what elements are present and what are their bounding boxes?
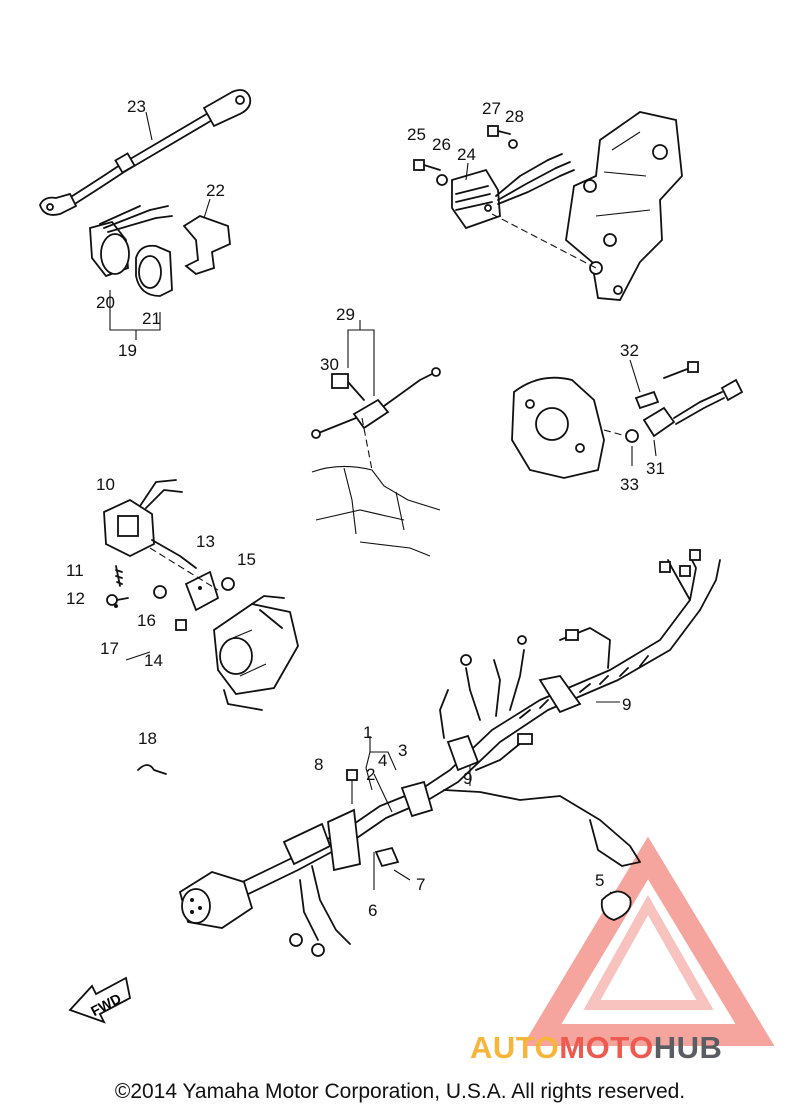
callout-32: 32 [620, 341, 639, 360]
dash-rectifier [491, 213, 597, 269]
part-22-bracket [182, 215, 231, 276]
callout-23: 23 [127, 97, 146, 116]
part-10-switch [103, 479, 197, 569]
callout-30: 30 [320, 355, 339, 374]
part-28-washer [508, 139, 518, 149]
leader-31 [653, 439, 657, 457]
part-8-head [346, 769, 358, 781]
watermark-wordmark: AUTOMOTOHUB [470, 1030, 722, 1066]
callout-2: 2 [366, 765, 375, 784]
callout-7: 7 [416, 875, 425, 894]
callout-18: 18 [138, 729, 157, 748]
main-connector [178, 871, 254, 929]
callout-21: 21 [142, 309, 161, 328]
carburetor [213, 595, 299, 711]
leader-2 [373, 773, 393, 813]
part-5-cap [600, 890, 632, 921]
callout-31: 31 [646, 459, 665, 478]
part-20-relay [89, 205, 173, 278]
small-fasteners [106, 565, 235, 631]
callout-1: 1 [363, 723, 372, 742]
callout-13: 13 [196, 532, 215, 551]
part-30-bolt [331, 373, 365, 401]
part-25-bolt [413, 159, 441, 171]
callout-33: 33 [620, 475, 639, 494]
part-21-holder [135, 244, 173, 297]
callout-17: 17 [100, 639, 119, 658]
callout-6: 6 [368, 901, 377, 920]
leader-24 [465, 162, 469, 181]
callout-15: 15 [237, 550, 256, 569]
part-23-cable [39, 89, 252, 216]
dash-29 [361, 417, 373, 471]
callout-9a: 9 [622, 695, 631, 714]
wire-harness [229, 549, 721, 957]
bracket-29 [347, 320, 375, 396]
callout-25: 25 [407, 125, 426, 144]
callout-19: 19 [118, 341, 137, 360]
callout-5: 5 [595, 871, 604, 890]
cylinder-cover [511, 376, 605, 479]
callout-29: 29 [336, 305, 355, 324]
callout-24: 24 [457, 145, 476, 164]
part-33-gasket [625, 429, 639, 443]
callout-9b: 9 [463, 769, 472, 788]
leader-23 [145, 111, 153, 141]
part-27-screw [487, 125, 511, 137]
leader-22 [203, 198, 211, 219]
callout-11: 11 [66, 561, 84, 580]
part-32-clamp [634, 361, 699, 410]
part-13-plate [184, 570, 220, 612]
callout-10: 10 [96, 475, 115, 494]
callout-labels: 1 2 3 4 5 6 7 8 9 9 10 11 12 13 14 15 16… [66, 97, 665, 920]
callout-28: 28 [505, 107, 524, 126]
copyright-footer: ©2014 Yamaha Motor Corporation, U.S.A. A… [114, 1080, 686, 1103]
bracket-19 [109, 290, 161, 340]
part-26-washer [436, 174, 448, 186]
leader-17 [125, 651, 151, 661]
bracket-1 [365, 736, 397, 791]
watermark-logo [522, 836, 775, 1046]
part-24-rectifier [451, 153, 575, 230]
dash-cover [603, 429, 627, 437]
callout-3: 3 [398, 741, 407, 760]
callout-14: 14 [144, 651, 163, 670]
engine-casting [311, 465, 441, 557]
dash-switch [149, 547, 219, 591]
part-31-thermo-switch [642, 378, 744, 438]
mount-bracket [565, 111, 683, 301]
leader-32 [629, 359, 641, 393]
callout-26: 26 [432, 135, 451, 154]
watermark-hub: HUB [653, 1030, 723, 1065]
callout-22: 22 [206, 181, 225, 200]
callout-4: 4 [378, 751, 387, 770]
callout-16: 16 [137, 611, 156, 630]
callout-27: 27 [482, 99, 501, 118]
leader-6-7 [373, 852, 411, 890]
callout-8: 8 [314, 755, 323, 774]
fwd-arrow: FWD [68, 976, 132, 1024]
callout-20: 20 [96, 293, 115, 312]
watermark-moto: MOTO [559, 1030, 654, 1065]
callout-12: 12 [66, 589, 85, 608]
watermark-auto: AUTO [470, 1030, 560, 1065]
part-18-clip [137, 764, 167, 775]
